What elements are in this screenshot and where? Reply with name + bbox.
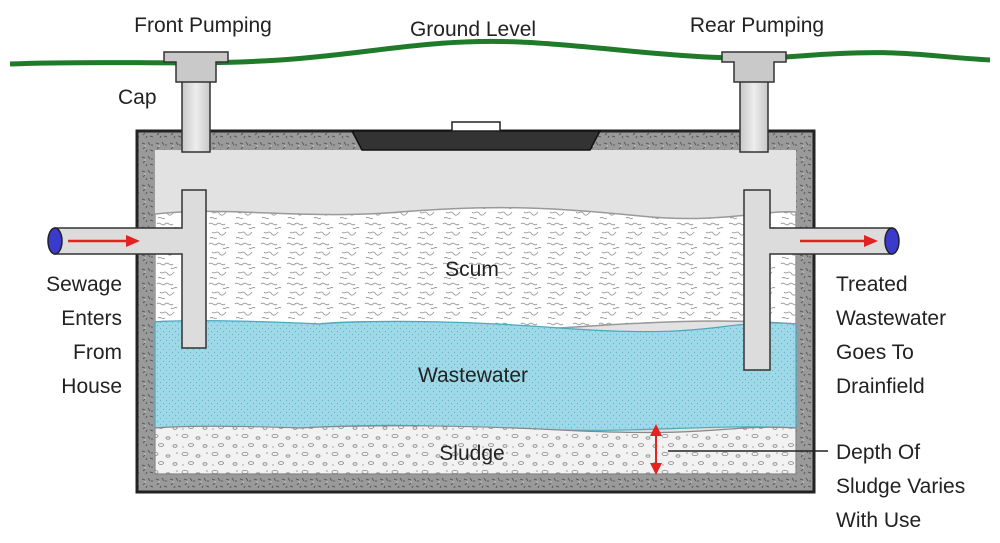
sludge-depth-line-3: With Use <box>836 509 922 532</box>
treated-wastewater-line-3: Goes To <box>836 341 914 364</box>
sludge-depth-arrow-icon <box>650 424 662 475</box>
ground-level-line <box>9 38 991 67</box>
wastewater-label: Wastewater <box>417 364 529 387</box>
sludge-depth-label: Depth Of Sludge Varies With Use <box>836 436 996 538</box>
access-lid-handle <box>451 121 501 132</box>
front-pumping-label: Front Pumping <box>134 14 272 37</box>
inflow-arrow-icon <box>68 235 140 247</box>
sewage-enters-line-4: House <box>61 375 122 398</box>
ground-level-label: Ground Level <box>409 18 537 41</box>
treated-wastewater-line-4: Drainfield <box>836 375 925 398</box>
sewage-enters-line-2: Enters <box>61 307 122 330</box>
sewage-enters-line-3: From <box>73 341 122 364</box>
rear-pumping-label: Rear Pumping <box>689 14 825 37</box>
outflow-arrow-icon <box>800 235 878 247</box>
rear-pumping-riser <box>739 77 769 153</box>
rear-pumping-cap-icon <box>721 51 787 83</box>
front-pumping-cap-icon <box>163 51 229 83</box>
treated-wastewater-label: Treated Wastewater Goes To Drainfield <box>836 268 996 404</box>
sewage-enters-label: Sewage Enters From House <box>14 268 122 404</box>
sludge-depth-line-2: Sludge Varies <box>836 475 966 498</box>
treated-wastewater-line-2: Wastewater <box>836 307 947 330</box>
sludge-layer <box>154 425 797 475</box>
treated-wastewater-line-1: Treated <box>836 273 908 296</box>
outlet-pipe-end-icon <box>884 227 900 255</box>
inlet-pipe <box>54 189 207 349</box>
front-pumping-riser <box>181 77 211 153</box>
cap-label: Cap <box>118 86 157 109</box>
inlet-pipe-end-icon <box>47 227 63 255</box>
sewage-enters-line-1: Sewage <box>46 273 122 296</box>
sludge-label: Sludge <box>439 442 505 465</box>
sludge-depth-line-1: Depth Of <box>836 441 921 464</box>
scum-label: Scum <box>445 258 499 281</box>
access-lid <box>350 130 602 151</box>
